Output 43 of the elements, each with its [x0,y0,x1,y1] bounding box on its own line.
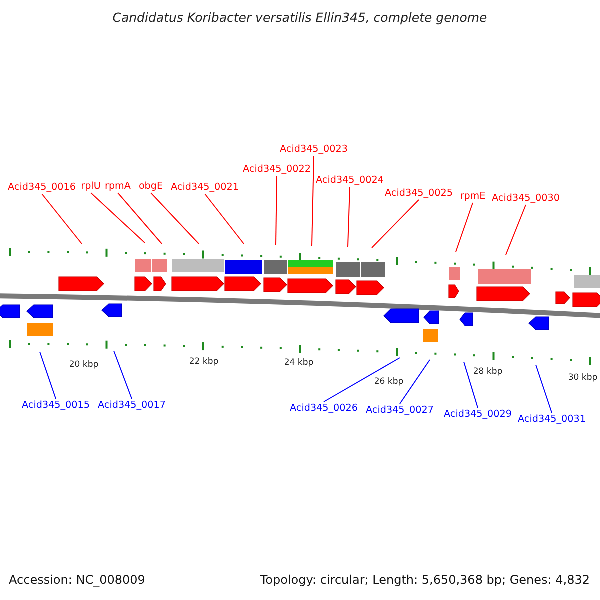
leader-line [40,352,56,400]
scale-label: 24 kbp [283,358,315,369]
gene-label: Acid345_0017 [98,399,166,412]
genome-info: Accession: NC_008009 [9,573,146,588]
leader-line [348,186,350,248]
gene-label: Acid345_0025 [385,187,453,200]
leader-line [456,202,474,252]
scale-label: 20 kbp [68,360,100,371]
leader-line [118,192,162,244]
gene-label: Acid345_0031 [518,413,586,426]
gene-label: Acid345_0030 [492,192,560,205]
leader-line [312,156,314,246]
gene-label: Acid345_0029 [444,408,512,421]
gene-label: rpmA [105,180,131,193]
leader-line [372,200,420,248]
scale-label: 28 kbp [472,367,504,378]
scale-label: 22 kbp [188,357,220,368]
gene-label: rplU [81,180,101,193]
leader-line [324,358,400,402]
gene-label: Acid345_0024 [316,174,384,187]
leader-line [90,192,146,244]
gene-label: Acid345_0015 [22,399,90,412]
gene-label: Acid345_0026 [290,402,358,415]
leader-line [42,194,82,244]
leader-line [506,204,526,256]
gene-label: Acid345_0023 [280,143,348,156]
genome-info: Topology: circular; Length: 5,650,368 bp; Genes: 4,832 [260,573,590,588]
gene-label: Acid345_0021 [171,181,239,194]
leader-line [150,192,200,244]
gene-label: Acid345_0016 [8,181,76,194]
gene-label: Acid345_0027 [366,404,434,417]
leader-line [276,176,278,246]
gene-label: Acid345_0022 [243,163,311,176]
leader-line [400,360,430,404]
leader-line [204,194,244,244]
scale-label: 26 kbp [373,377,405,388]
leader-line [114,350,132,400]
gene-label: obgE [138,180,164,193]
leader-line [464,362,478,408]
leader-line [536,364,552,414]
gene-label: rpmE [460,190,486,203]
genome-title: Candidatus Koribacter versatilis Ellin345, complete genome [112,10,488,25]
scale-label: 30 kbp [567,373,599,384]
